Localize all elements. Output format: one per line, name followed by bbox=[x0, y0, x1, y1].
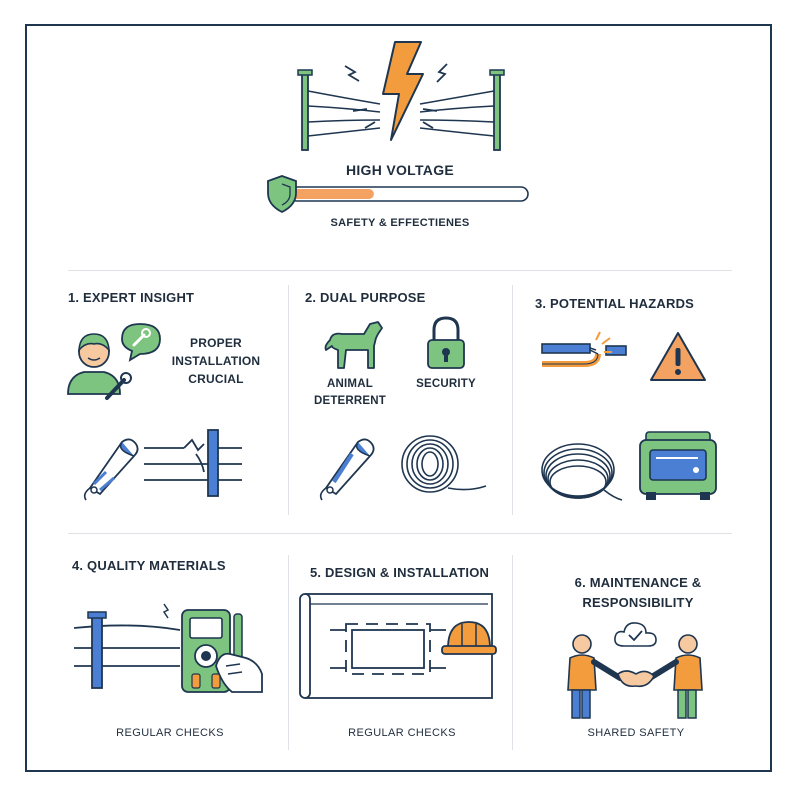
panel-title-design-installation: 5. DESIGN & INSTALLATION bbox=[310, 565, 490, 580]
infographic-frame bbox=[25, 24, 772, 772]
security-label: SECURITY bbox=[416, 378, 476, 390]
wire-coil-icon bbox=[541, 443, 623, 501]
shared-safety-caption: SHARED SAFETY bbox=[587, 727, 685, 739]
page-title: HIGH VOLTAGE bbox=[345, 162, 455, 178]
lightning-bolt-icon bbox=[382, 41, 424, 141]
divider bbox=[68, 533, 732, 534]
broken-wire-icon bbox=[144, 429, 242, 497]
proper-installation-label: PROPER INSTALLATION CRUCIAL bbox=[171, 336, 261, 386]
divider bbox=[288, 555, 289, 750]
divider bbox=[68, 270, 732, 271]
safety-progress-bar bbox=[267, 175, 529, 214]
padlock-icon bbox=[427, 316, 465, 369]
insulator-icon bbox=[319, 438, 375, 501]
handshake-icon bbox=[567, 634, 703, 719]
fence-wires bbox=[307, 90, 495, 137]
spark-lines bbox=[344, 63, 448, 129]
regular-checks-caption: REGULAR CHECKS bbox=[348, 727, 456, 739]
wire-coil-icon bbox=[401, 435, 487, 493]
cloud-check-icon bbox=[614, 622, 657, 647]
page-subtitle: SAFETY & EFFECTIENES bbox=[330, 217, 470, 229]
fence-post-icon bbox=[297, 69, 313, 151]
energizer-box-icon bbox=[639, 431, 717, 500]
divider bbox=[512, 285, 513, 515]
panel-title-quality-materials: 4. QUALITY MATERIALS bbox=[72, 558, 226, 573]
dog-icon bbox=[324, 321, 383, 369]
warning-triangle-icon bbox=[650, 332, 706, 381]
hard-hat-icon bbox=[441, 621, 497, 655]
high-voltage-illustration bbox=[297, 41, 505, 151]
shield-icon bbox=[267, 175, 297, 214]
multimeter-hand-icon bbox=[181, 609, 263, 693]
animal-deterrent-label: ANIMAL DETERRENT bbox=[313, 378, 387, 407]
wrench-speech-bubble-icon bbox=[121, 323, 161, 362]
worker-avatar-icon bbox=[67, 333, 132, 400]
fence-post-icon bbox=[73, 603, 181, 689]
insulator-icon bbox=[83, 438, 139, 501]
cut-wire-spark-icon bbox=[541, 331, 627, 367]
fence-post-icon bbox=[489, 69, 505, 151]
panel-title-dual-purpose: 2. DUAL PURPOSE bbox=[305, 290, 426, 305]
regular-checks-caption: REGULAR CHECKS bbox=[116, 727, 224, 739]
panel-title-potential-hazards: 3. POTENTIAL HAZARDS bbox=[535, 296, 695, 311]
panel-title-maintenance-responsibility: 6. MAINTENANCE & RESPONSIBILITY bbox=[574, 575, 702, 610]
divider bbox=[512, 555, 513, 750]
divider bbox=[288, 285, 289, 515]
panel-title-expert-insight: 1. EXPERT INSIGHT bbox=[68, 290, 195, 305]
